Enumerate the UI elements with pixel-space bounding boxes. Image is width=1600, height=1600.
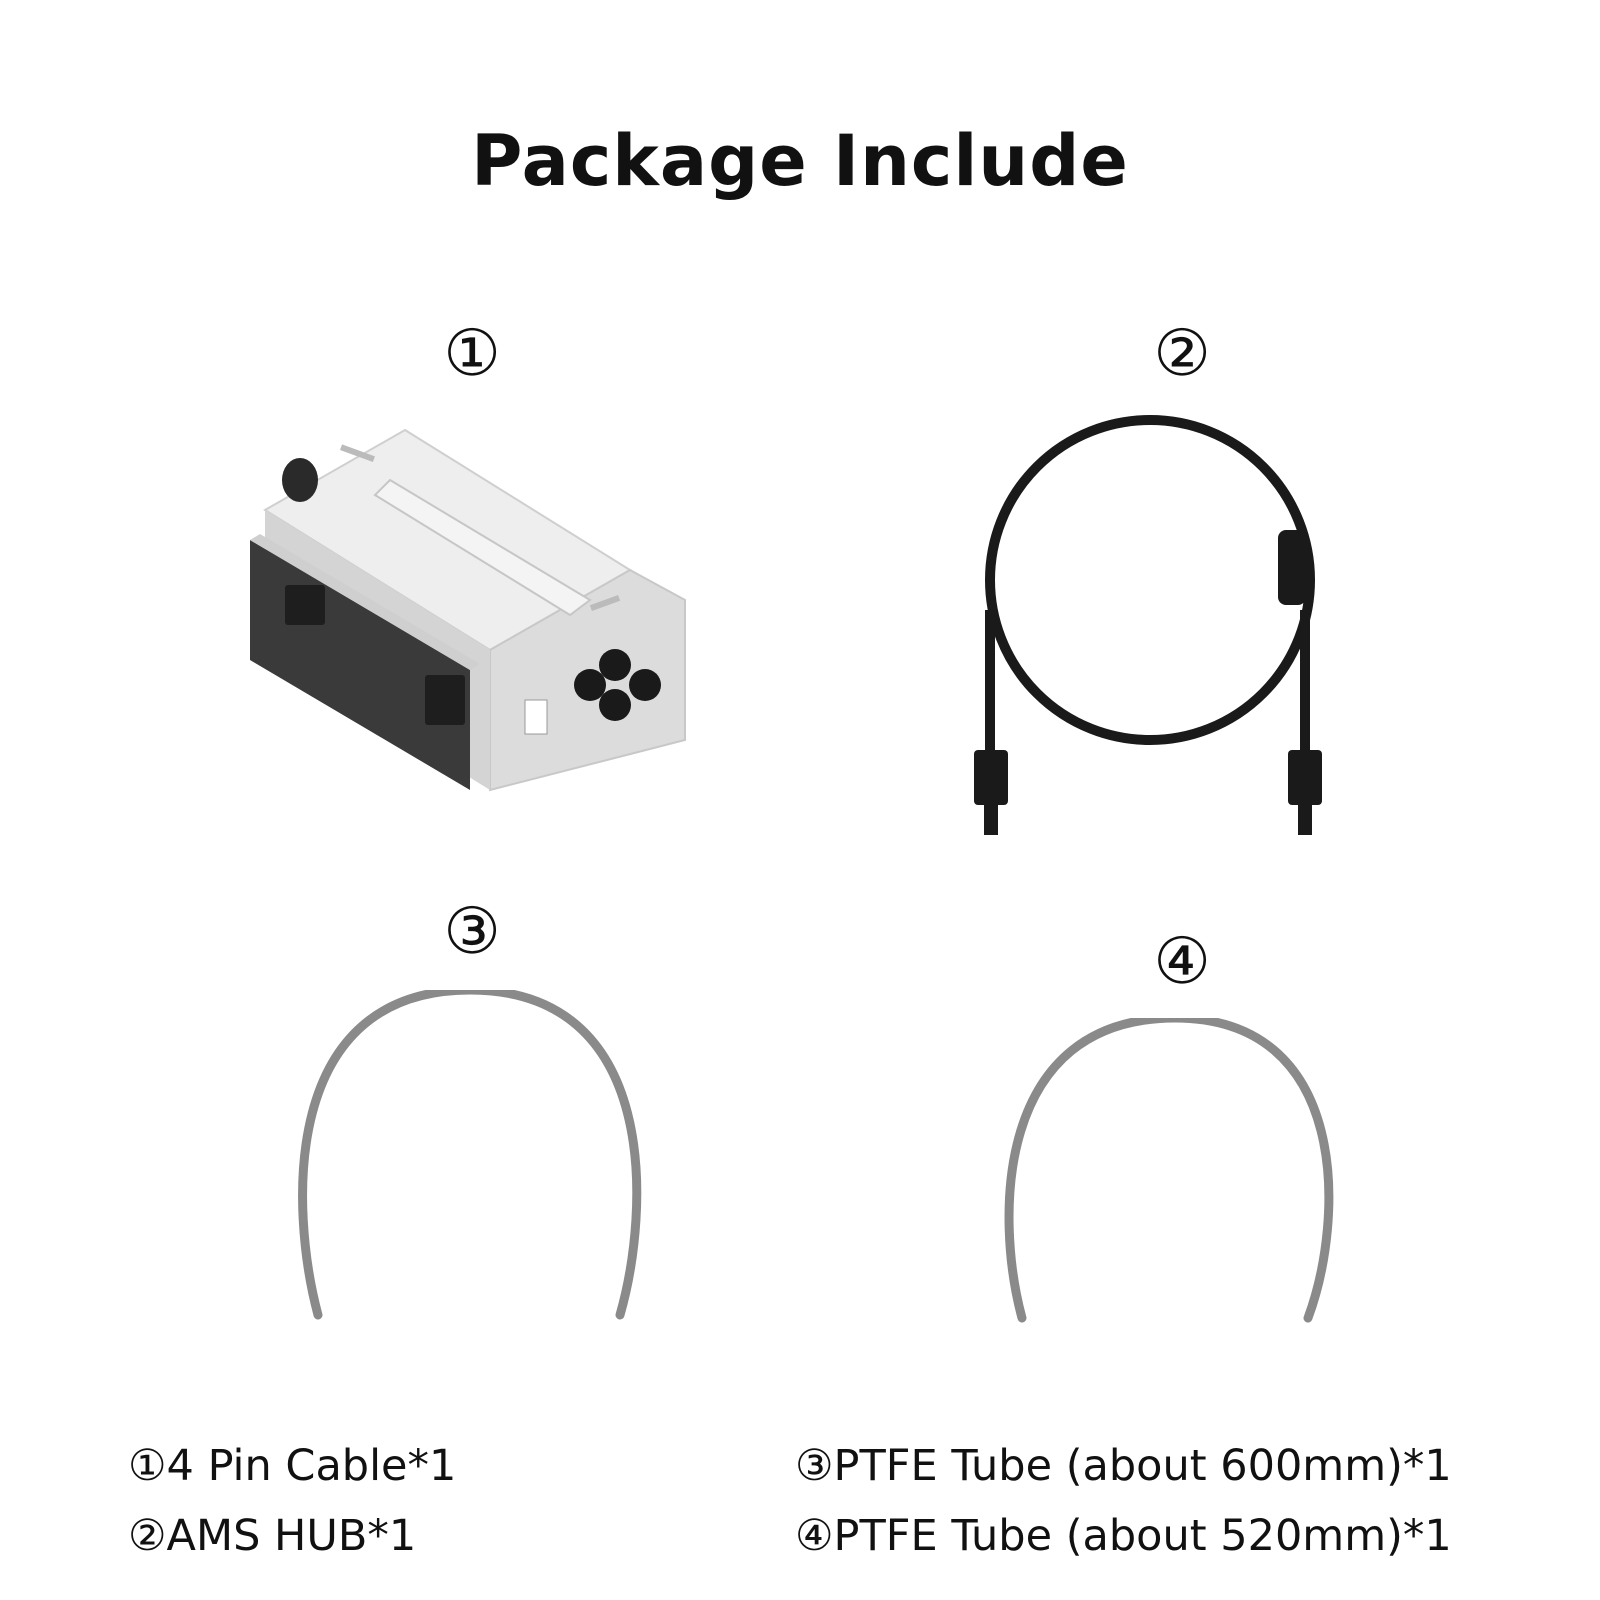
label-ptfe-tube-600: ③PTFE Tube (about 600mm)*1 <box>795 1441 1452 1491</box>
cable-image <box>960 410 1360 850</box>
ptfe-tube-520-image <box>1000 1018 1340 1328</box>
item-number-3: ③ <box>443 895 501 969</box>
label-4-pin-cable: ①4 Pin Cable*1 <box>128 1441 457 1491</box>
label-ams-hub: ②AMS HUB*1 <box>128 1511 417 1561</box>
item-number-2: ② <box>1153 317 1211 391</box>
item-number-1: ① <box>443 317 501 391</box>
page-title: Package Include <box>471 120 1129 202</box>
ptfe-tube-600-image <box>290 990 650 1330</box>
label-ptfe-tube-520: ④PTFE Tube (about 520mm)*1 <box>795 1511 1452 1561</box>
ams-hub-image <box>240 420 700 800</box>
item-number-4: ④ <box>1153 925 1211 999</box>
